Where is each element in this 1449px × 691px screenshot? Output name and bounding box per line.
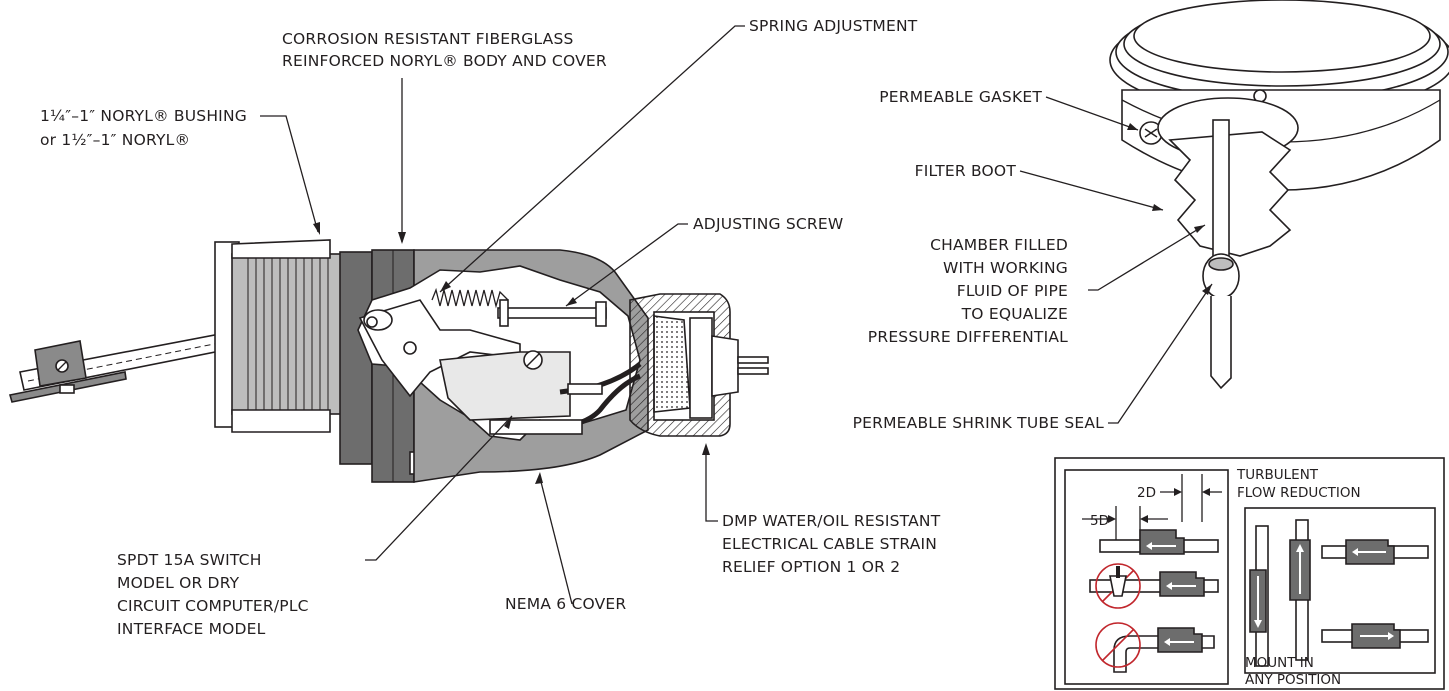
label-adjusting-screw: ADJUSTING SCREW [693, 215, 843, 233]
strain-relief [629, 293, 769, 437]
flow-switch-body [8, 239, 769, 483]
label-dim-5d: 5D [1090, 513, 1109, 529]
label-body-line2: REINFORCED NORYL® BODY AND COVER [282, 52, 607, 70]
label-chamber-line2: WITH WORKING [943, 259, 1068, 277]
label-dmp-line2: ELECTRICAL CABLE STRAIN [722, 535, 937, 553]
mounting-inset [1054, 457, 1445, 690]
label-turbulent-line2: FLOW REDUCTION [1237, 485, 1361, 501]
label-filter-boot: FILTER BOOT [915, 162, 1017, 180]
label-mount-line2: ANY POSITION [1245, 672, 1341, 688]
label-switch-line3: CIRCUIT COMPUTER/PLC [117, 597, 309, 615]
switch-mechanism [358, 287, 642, 435]
label-spring-adjustment: SPRING ADJUSTMENT [749, 17, 918, 35]
label-dmp-line3: RELIEF OPTION 1 OR 2 [722, 558, 900, 576]
adjusting-screw [497, 307, 607, 319]
label-shrink-tube: PERMEABLE SHRINK TUBE SEAL [853, 414, 1105, 432]
spdt-switch [439, 351, 571, 421]
label-chamber-line3: FLUID OF PIPE [957, 282, 1068, 300]
label-body-line1: CORROSION RESISTANT FIBERGLASS [282, 30, 574, 48]
sensing-element-detail [1109, 0, 1449, 390]
filter-boot [1168, 131, 1292, 257]
text-labels: SPRING ADJUSTMENT CORROSION RESISTANT FI… [40, 17, 1361, 688]
label-chamber-line1: CHAMBER FILLED [930, 236, 1068, 254]
label-permeable-gasket: PERMEABLE GASKET [879, 88, 1042, 106]
detail-leaders [1019, 96, 1213, 424]
label-switch-line1: SPDT 15A SWITCH [117, 551, 262, 569]
label-chamber-line5: PRESSURE DIFFERENTIAL [868, 328, 1068, 346]
label-switch-line4: INTERFACE MODEL [117, 620, 266, 638]
bushing-threads [247, 254, 329, 414]
leader-lines [260, 25, 745, 605]
label-dim-2d: 2D [1137, 485, 1156, 501]
label-switch-line2: MODEL OR DRY [117, 574, 240, 592]
label-turbulent-line1: TURBULENT [1236, 467, 1319, 483]
label-bushing-line1: 1¼″–1″ NORYL® BUSHING [40, 107, 247, 125]
label-dmp-line1: DMP WATER/OIL RESISTANT [722, 512, 941, 530]
label-nema-cover: NEMA 6 COVER [505, 595, 626, 613]
body-flange [339, 251, 373, 465]
label-bushing-line2: or 1½″–1″ NORYL® [40, 131, 190, 149]
label-mount-line1: MOUNT IN [1245, 655, 1314, 671]
label-chamber-line4: TO EQUALIZE [961, 305, 1068, 323]
